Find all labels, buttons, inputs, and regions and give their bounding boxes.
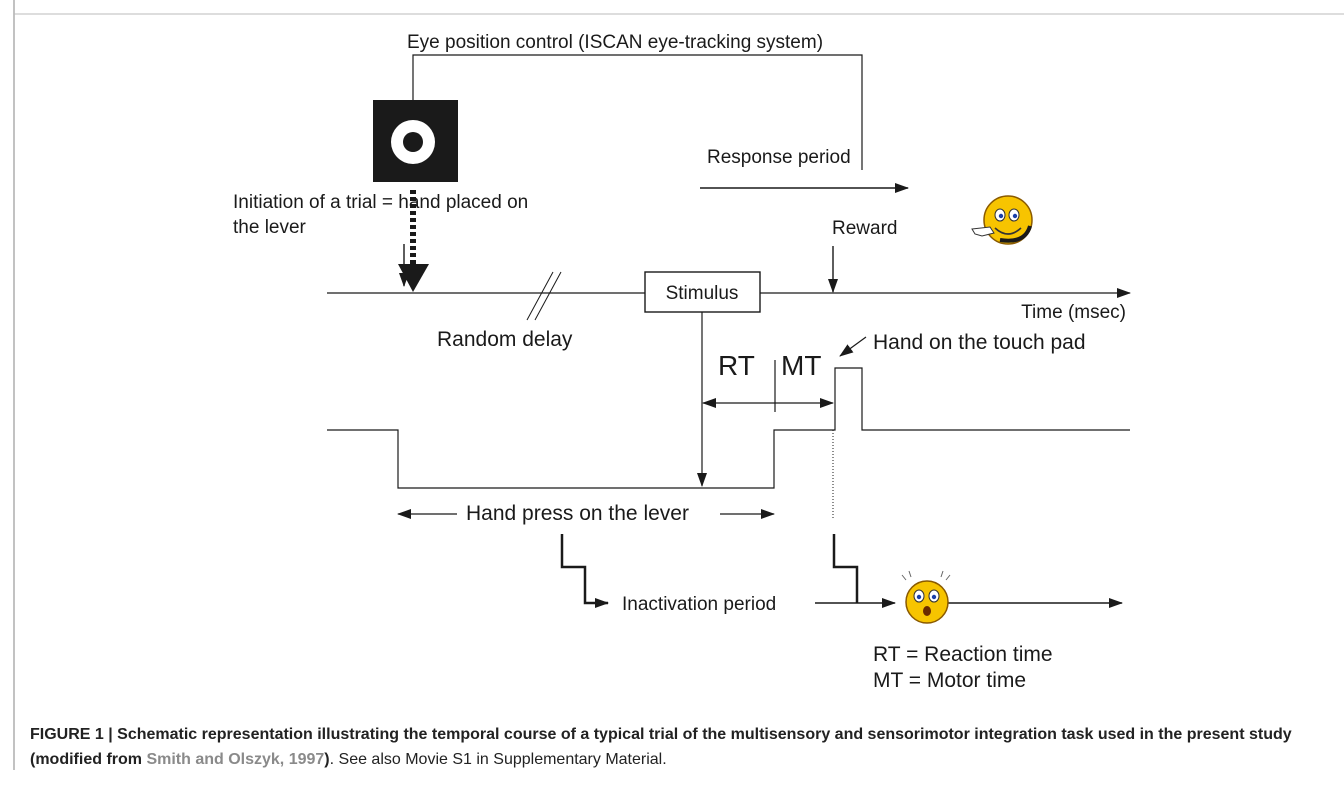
- initiation-label-line2: the lever: [233, 217, 307, 238]
- inactivation-step-arrow-left: [560, 534, 609, 608]
- inactivation-step-arrow-right: [832, 534, 859, 603]
- caption-rest-text: . See also Movie S1 in Supplementary Mat…: [329, 751, 667, 768]
- surprised-smiley-icon: [901, 570, 951, 624]
- axis-break-mark-2: [534, 271, 562, 321]
- axis-break-mark-1: [526, 271, 554, 321]
- figure-caption: FIGURE 1 | Schematic representation illu…: [30, 722, 1320, 772]
- time-axis-label: Time (msec): [1021, 302, 1126, 323]
- fixation-target-icon: [373, 100, 458, 182]
- rt-label: RT: [718, 350, 755, 381]
- hand-press-label: Hand press on the lever: [466, 502, 689, 525]
- caption-bold-text: FIGURE 1 | Schematic representation illu…: [30, 726, 1292, 768]
- stimulus-label: Stimulus: [666, 283, 739, 304]
- random-delay-label: Random delay: [437, 328, 573, 351]
- stimulus-box: [644, 271, 761, 313]
- legend-mt: MT = Motor time: [873, 669, 1026, 692]
- eye-control-bracket: [412, 54, 863, 170]
- initiation-arrowhead: [398, 264, 429, 292]
- mt-label: MT: [781, 350, 821, 381]
- smiley-pointing-icon: [971, 195, 1033, 245]
- eye-control-label: Eye position control (ISCAN eye-tracking…: [407, 32, 823, 53]
- reward-label: Reward: [832, 218, 897, 239]
- initiation-label-line1: Initiation of a trial = hand placed on: [233, 192, 528, 213]
- touch-pad-pointer-arrow: [839, 336, 867, 357]
- caption-citation-link[interactable]: Smith and Olszyk, 1997: [146, 751, 325, 768]
- inactivation-label: Inactivation period: [622, 594, 776, 615]
- legend-rt: RT = Reaction time: [873, 643, 1053, 666]
- caption-bold-close: ): [324, 751, 330, 768]
- hand-touch-pad-label: Hand on the touch pad: [873, 331, 1086, 354]
- response-period-label: Response period: [707, 147, 851, 168]
- lever-signal-trace: [327, 367, 1130, 489]
